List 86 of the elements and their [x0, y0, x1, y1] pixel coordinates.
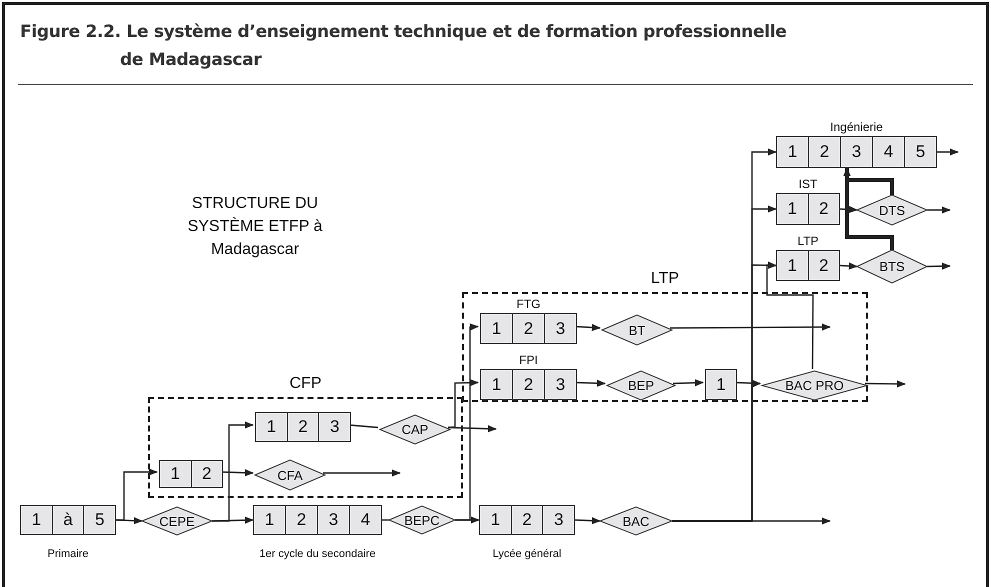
year-number: 1	[716, 374, 726, 394]
year-number: 1	[32, 510, 42, 530]
figure-title: Figure 2.2. Le système d’enseignement technique et de formation professionnelle de Madagascar	[20, 21, 788, 72]
arrow	[448, 379, 479, 428]
diploma-label: BEPC	[404, 512, 440, 528]
year-number: 2	[819, 256, 828, 276]
diploma-diamond	[600, 507, 672, 535]
arrow	[927, 206, 951, 214]
year-number: 5	[916, 142, 926, 162]
year-number: 3	[330, 417, 340, 437]
year-number: 3	[556, 374, 566, 394]
arrow	[574, 517, 601, 524]
diploma-label: CEPE	[159, 514, 195, 528]
diploma-diamond	[602, 315, 672, 345]
stage-label: FTG	[516, 297, 542, 311]
year-cells	[255, 412, 351, 442]
diploma-label: BT	[628, 322, 646, 338]
arrow	[865, 380, 906, 388]
diploma-diamond	[255, 460, 325, 490]
arrow	[766, 261, 814, 369]
diploma-diamond	[380, 415, 450, 444]
year-number: 1	[266, 417, 276, 437]
year-number: 5	[94, 510, 104, 530]
arrow	[116, 517, 143, 524]
diploma-diamond	[142, 507, 212, 535]
stage-label: Ingénierie	[829, 120, 884, 134]
diploma-diamond	[857, 195, 927, 225]
year-number: 1	[492, 318, 502, 338]
year-number: 2	[524, 318, 534, 338]
year-number: 1	[788, 199, 797, 219]
year-number: 3	[554, 510, 564, 530]
stage-label: Primaire	[46, 548, 90, 560]
year-number: 1	[170, 464, 180, 484]
diploma-label: BAC	[622, 514, 650, 528]
diploma-diamond	[389, 506, 455, 534]
year-number: 1	[788, 256, 797, 276]
arrow	[212, 516, 254, 524]
year-number: 2	[298, 417, 308, 437]
diploma-diamond	[607, 371, 675, 400]
stage-label: FPI	[518, 353, 539, 367]
diploma-label: BTS	[879, 259, 905, 274]
year-number: 2	[522, 510, 532, 530]
year-number: 3	[852, 142, 862, 162]
year-number: 2	[296, 510, 306, 530]
arrow	[937, 148, 959, 156]
arrow	[840, 206, 858, 214]
arrow	[455, 516, 480, 524]
stage-label: IST	[798, 177, 818, 191]
year-number: 2	[820, 142, 830, 162]
arrow	[840, 262, 858, 270]
diploma-label: BEP	[628, 378, 654, 393]
arrow	[843, 167, 894, 250]
year-number: 3	[556, 318, 566, 338]
arrow	[116, 468, 158, 521]
year-number: 4	[360, 510, 370, 530]
arrow	[926, 262, 951, 270]
year-number: 1	[490, 510, 500, 530]
diploma-diamond	[762, 371, 867, 400]
year-number: 1	[788, 142, 798, 162]
year-number: 2	[202, 464, 212, 484]
year-number: à	[63, 510, 73, 530]
year-number: 2	[819, 199, 828, 219]
diploma-label: CFA	[277, 468, 303, 482]
arrow	[672, 379, 704, 386]
arrow	[212, 421, 254, 522]
diploma-label: DTS	[879, 202, 905, 218]
diploma-label: BAC PRO	[785, 378, 844, 393]
year-number: 1	[492, 374, 502, 394]
year-number: 2	[524, 374, 534, 394]
arrow	[448, 425, 497, 432]
year-number: 3	[328, 510, 338, 530]
stage-label: LTP	[796, 234, 820, 248]
year-cells	[705, 369, 737, 400]
year-cells	[159, 460, 223, 488]
diploma-diamond	[857, 250, 927, 283]
stage-label: Lycée général	[492, 548, 562, 560]
arrow	[323, 469, 401, 477]
year-number: 4	[884, 142, 894, 162]
group-label: LTP	[650, 270, 680, 288]
arrow	[672, 380, 761, 522]
stage-label: 1er cycle du secondaire	[258, 548, 377, 560]
diploma-label: CAP	[402, 422, 428, 437]
year-number: 1	[264, 510, 274, 530]
arrow	[670, 323, 831, 331]
diagram-heading: STRUCTURE DU SYSTÈME ETFP à Madagascar	[186, 194, 324, 260]
group-label: CFP	[288, 375, 322, 393]
